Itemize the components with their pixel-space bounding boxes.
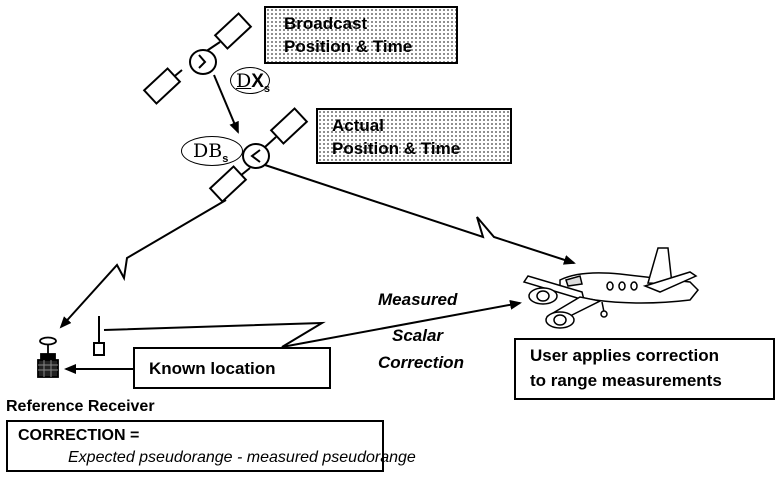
correction-formula-box: CORRECTION = Expected pseudorange - meas… (6, 420, 416, 472)
reference-receiver-icon (37, 336, 59, 378)
delta-b-prefix: DB (193, 140, 223, 162)
formula-expression: Expected pseudorange - measured pseudora… (68, 449, 416, 466)
delta-b-sub: s (222, 152, 229, 165)
delta-x-label: DXs (236, 70, 270, 95)
correction-link (103, 299, 522, 348)
known-location-text: Known location (149, 359, 276, 378)
signal-path-to-aircraft (264, 164, 576, 265)
broadcast-line1: Broadcast (284, 14, 368, 33)
user-applies-line1: User applies correction (530, 346, 719, 365)
delta-x-bubble (230, 67, 270, 94)
aircraft-icon (522, 247, 700, 329)
delta-x-main: X (251, 71, 264, 92)
formula-title: CORRECTION = (18, 427, 140, 444)
user-applies-line2: to range measurements (530, 371, 722, 390)
delta-x-sub: s (263, 82, 271, 95)
broadcast-line2: Position & Time (284, 37, 413, 56)
actual-satellite-icon (208, 107, 309, 203)
scalar-label: Scalar (392, 326, 444, 345)
delta-b-label: DBs (193, 140, 228, 165)
correction-label: Correction (378, 353, 464, 372)
actual-line1: Actual (332, 116, 384, 135)
actual-position-box: Actual Position & Time (316, 108, 512, 164)
satellite-offset-arrow (213, 74, 239, 134)
broadcast-satellite-icon (142, 12, 253, 105)
signal-path-to-receiver (59, 199, 227, 329)
delta-b-bubble (181, 136, 243, 166)
known-location-box: Known location (133, 347, 331, 389)
antenna-icon (93, 316, 105, 356)
broadcast-position-box: Broadcast Position & Time (264, 6, 458, 64)
delta-x-prefix: D (236, 70, 252, 92)
user-applies-box: User applies correction to range measure… (514, 338, 775, 400)
measured-label: Measured (378, 290, 458, 309)
actual-line2: Position & Time (332, 139, 461, 158)
reference-receiver-label: Reference Receiver (6, 398, 155, 415)
